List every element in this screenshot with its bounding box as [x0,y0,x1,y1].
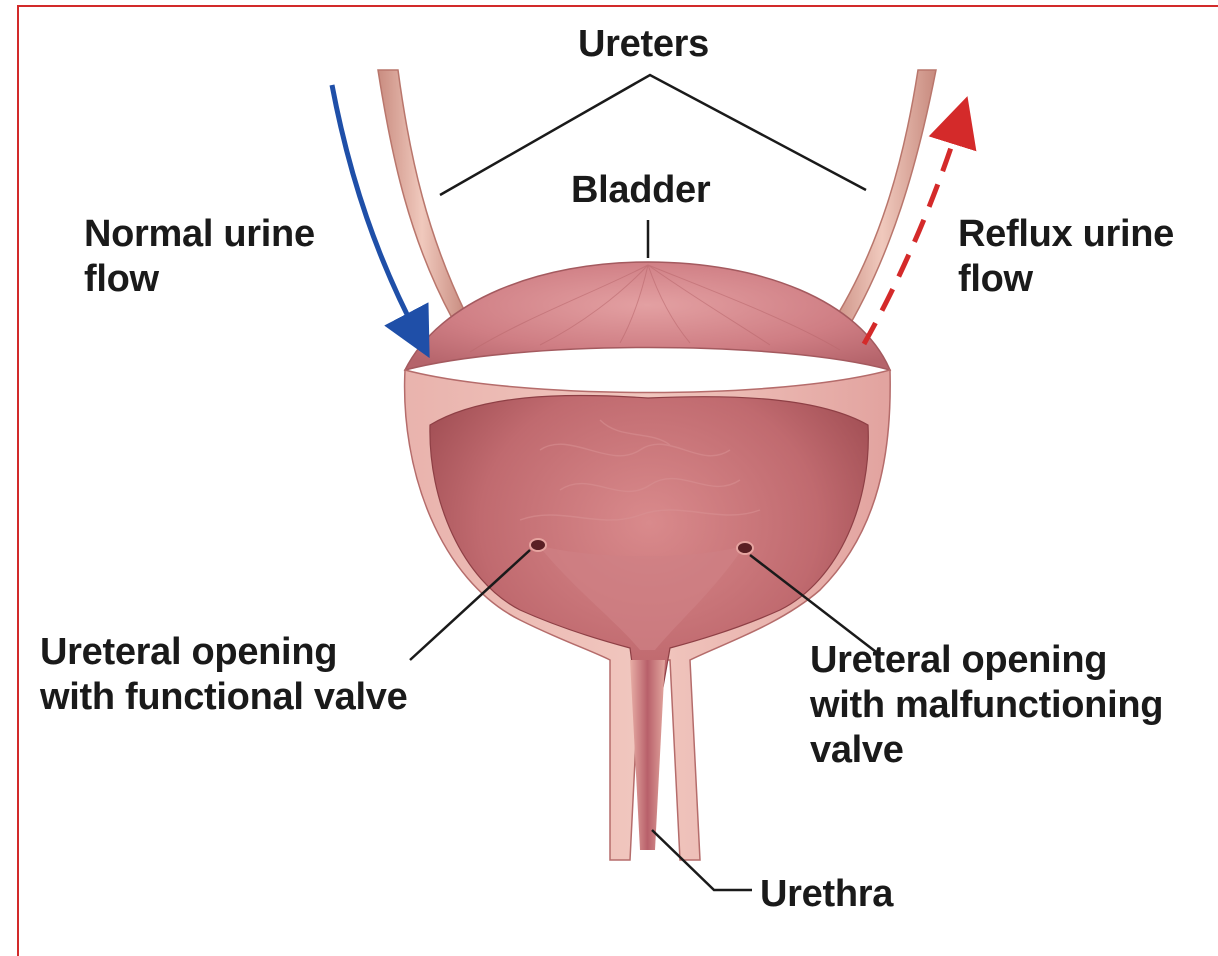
reflux-flow-line-2: flow [958,257,1174,302]
urethra-label: Urethra [760,872,893,917]
reflux-flow-line-1: Reflux urine [958,212,1174,257]
ureters-label: Ureters [578,22,709,67]
right-ureteral-opening [737,542,753,554]
urethra-leader [652,830,752,890]
left-ureteral-opening [530,539,546,551]
bladder-label: Bladder [571,168,710,213]
functional-opening-line-2: with functional valve [40,675,407,720]
normal-flow-line-2: flow [84,257,315,302]
functional-opening-label: Ureteral opening with functional valve [40,630,407,720]
malfunctioning-opening-label: Ureteral opening with malfunctioning val… [810,638,1163,772]
normal-flow-line-1: Normal urine [84,212,315,257]
malfunctioning-opening-line-1: Ureteral opening [810,638,1163,683]
malfunctioning-opening-line-2: with malfunctioning [810,683,1163,728]
right-ureter [828,70,936,338]
normal-flow-label: Normal urine flow [84,212,315,302]
urethra-lumen [630,660,665,850]
malfunctioning-opening-line-3: valve [810,728,1163,773]
functional-opening-line-1: Ureteral opening [40,630,407,675]
reflux-flow-label: Reflux urine flow [958,212,1174,302]
bladder-dome [405,262,890,370]
